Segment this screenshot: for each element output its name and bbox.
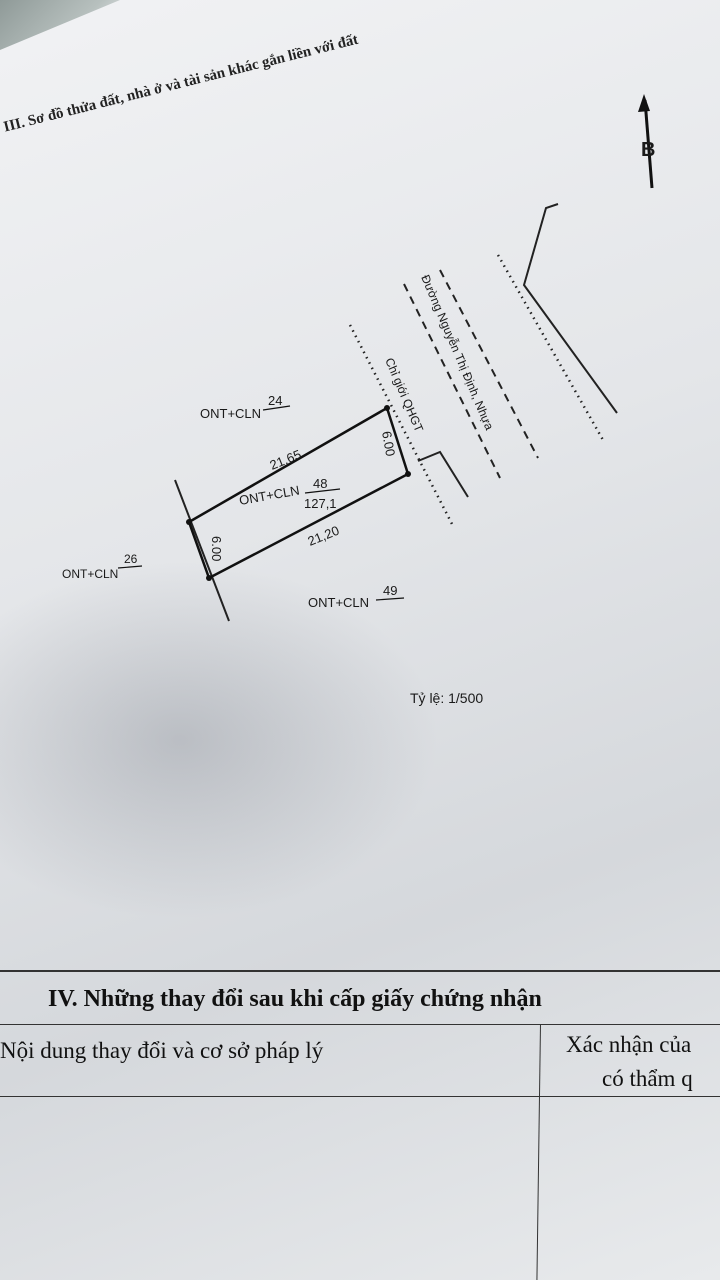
vertex-marker xyxy=(384,405,390,411)
table-header-content: Nội dung thay đổi và cơ sở pháp lý xyxy=(0,1038,324,1063)
fraction-line xyxy=(375,597,405,601)
dimension-top: 21,65 xyxy=(268,447,304,473)
parcel-48-area: 127,1 xyxy=(304,496,337,511)
dimension-bottom: 21,20 xyxy=(306,523,342,549)
road-dashed-line-right xyxy=(439,269,539,459)
parcel-26-number: 26 xyxy=(124,552,138,566)
east-boundary-line xyxy=(417,450,469,498)
parcel-24-label: ONT+CLN xyxy=(200,406,261,421)
dimension-left: 6.00 xyxy=(209,536,224,561)
table-header-confirmation-line1: Xác nhận của xyxy=(566,1032,692,1057)
dimension-right: 6.00 xyxy=(379,430,398,458)
west-boundary-line xyxy=(174,479,230,622)
parcel-49-label: ONT+CLN xyxy=(308,595,369,610)
planning-boundary-line xyxy=(348,324,454,525)
changes-table: IV. Những thay đổi sau khi cấp giấy chứn… xyxy=(0,970,720,1280)
section4-title: IV. Những thay đổi sau khi cấp giấy chứn… xyxy=(48,986,542,1012)
parcel-48-number: 48 xyxy=(313,476,327,491)
road-edge-line xyxy=(522,203,618,414)
road-label: Đường Nguyễn Thị Định, Nhựa xyxy=(418,272,497,432)
fraction-line xyxy=(117,565,143,569)
fraction-line xyxy=(304,488,341,494)
table-divider xyxy=(0,1096,720,1097)
table-column-divider xyxy=(536,1023,541,1280)
fraction-line xyxy=(262,405,291,411)
vertex-marker xyxy=(206,575,212,581)
parcel-48-label: ONT+CLN xyxy=(238,483,301,508)
road-dashed-line-left xyxy=(403,283,501,479)
north-label: B xyxy=(641,139,655,161)
north-arrow-icon xyxy=(638,94,654,189)
table-header-confirmation-line2: có thẩm q xyxy=(602,1066,693,1091)
map-scale: Tỷ lệ: 1/500 xyxy=(410,690,483,706)
parcel-map: B Đường Nguyễn Thị Định, Nhựa Chỉ giới Q… xyxy=(62,94,655,706)
shadow xyxy=(0,560,440,920)
vertex-marker xyxy=(405,471,411,477)
parcel-49-number: 49 xyxy=(383,583,397,598)
parcel-26-label: ONT+CLN xyxy=(62,567,118,581)
table-divider xyxy=(0,1024,720,1025)
vertex-marker xyxy=(186,519,192,525)
parcel-24-number: 24 xyxy=(268,393,282,408)
boundary-label: Chỉ giới QHGT xyxy=(382,356,426,435)
